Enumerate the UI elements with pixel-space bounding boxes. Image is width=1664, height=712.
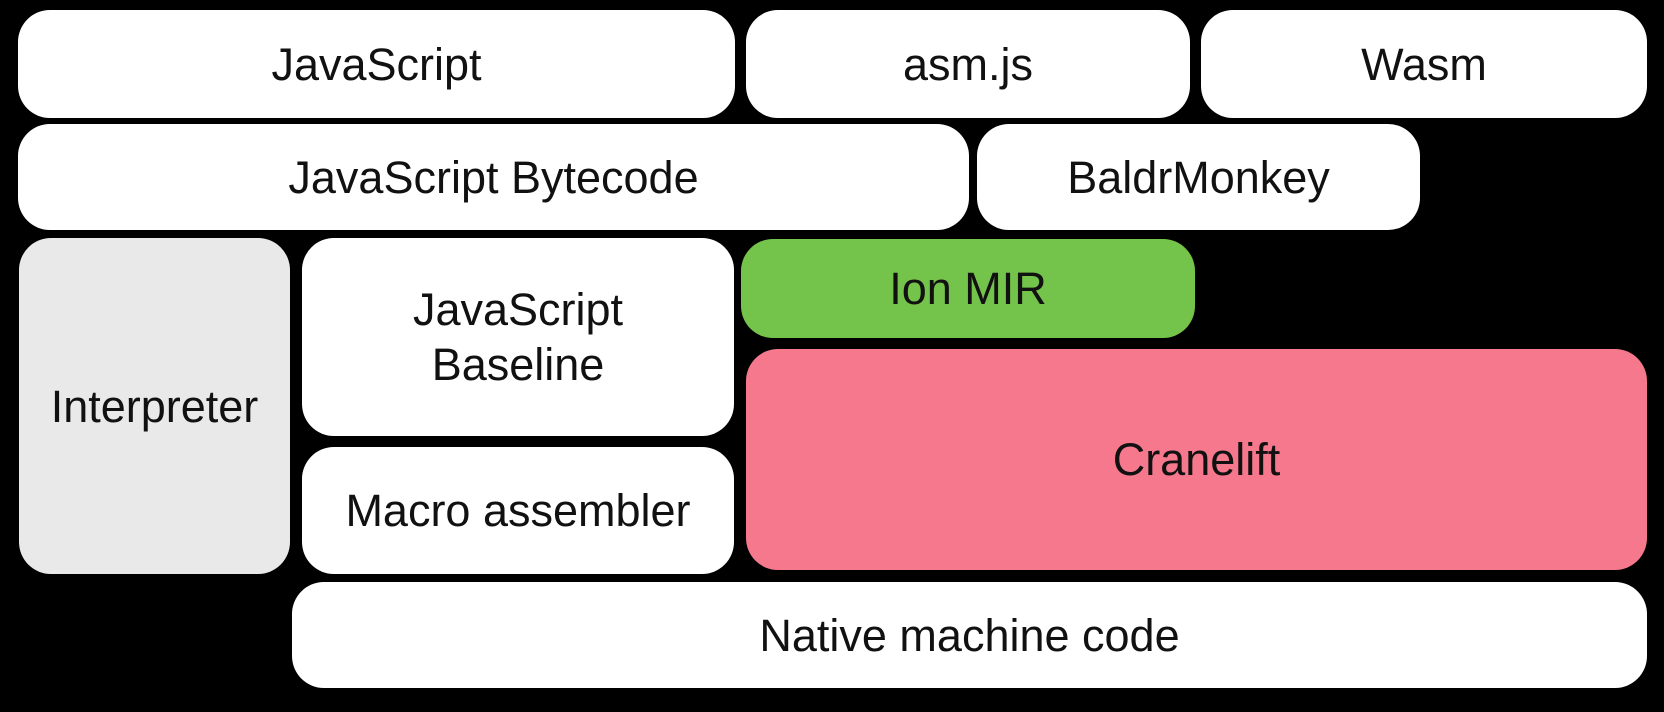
javascript-bytecode-label: JavaScript Bytecode — [288, 151, 699, 203]
asmjs-box: asm.js — [746, 10, 1190, 118]
javascript-baseline-box: JavaScript Baseline — [302, 238, 734, 436]
interpreter-label: Interpreter — [50, 380, 259, 432]
native-machine-code-label: Native machine code — [759, 609, 1180, 661]
javascript-box: JavaScript — [18, 10, 735, 118]
asmjs-label: asm.js — [902, 38, 1033, 90]
javascript-label: JavaScript — [271, 38, 482, 90]
native-machine-code-box: Native machine code — [292, 582, 1647, 688]
wasm-label: Wasm — [1361, 38, 1487, 90]
baldrmonkey-label: BaldrMonkey — [1067, 151, 1330, 203]
javascript-baseline-label-line2: Baseline — [431, 339, 605, 390]
javascript-bytecode-box: JavaScript Bytecode — [18, 124, 969, 230]
wasm-box: Wasm — [1201, 10, 1647, 118]
ion-mir-box: Ion MIR — [741, 239, 1195, 338]
interpreter-box: Interpreter — [19, 238, 290, 574]
ion-mir-label: Ion MIR — [889, 263, 1047, 314]
macro-assembler-box: Macro assembler — [302, 447, 734, 574]
cranelift-label: Cranelift — [1112, 434, 1281, 485]
javascript-baseline-label-line1: JavaScript — [412, 284, 624, 335]
baldrmonkey-box: BaldrMonkey — [977, 124, 1420, 230]
macro-assembler-label: Macro assembler — [345, 485, 691, 536]
cranelift-box: Cranelift — [746, 349, 1647, 570]
